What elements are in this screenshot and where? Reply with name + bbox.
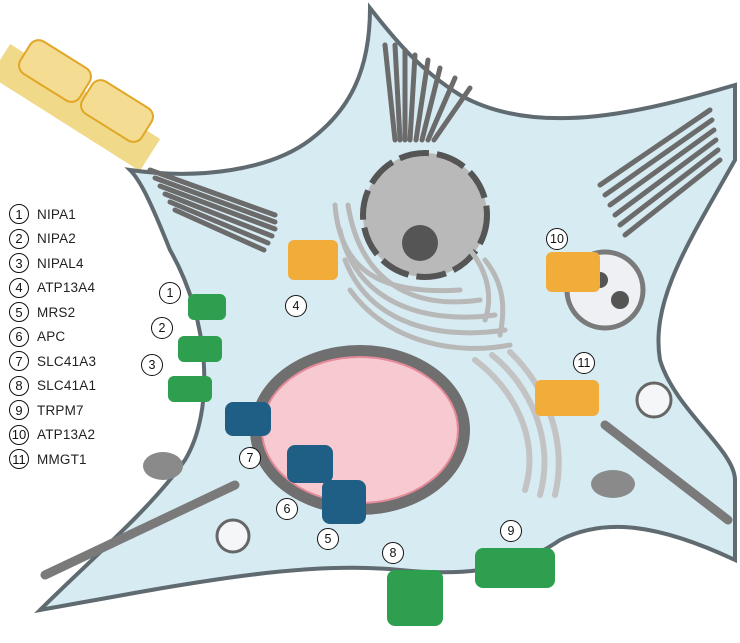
legend-number: 8	[9, 375, 29, 396]
callout-7: 7	[239, 447, 261, 469]
legend-item: 1 NIPA1	[9, 202, 149, 227]
legend-item: 11 MMGT1	[9, 447, 149, 472]
legend-item: 2 NIPA2	[9, 227, 149, 252]
legend-label: NIPAL4	[37, 255, 84, 271]
legend-number: 5	[9, 302, 29, 323]
callout-11: 11	[573, 352, 595, 374]
axon-neurite	[0, 39, 161, 172]
legend-label: MMGT1	[37, 451, 87, 467]
legend-item: 7 SLC41A3	[9, 349, 149, 374]
legend-number: 11	[9, 449, 29, 470]
legend-item: 5 MRS2	[9, 300, 149, 325]
callout-2: 2	[151, 317, 173, 339]
legend-label: TRPM7	[37, 402, 84, 418]
legend-number: 2	[9, 228, 29, 249]
legend-item: 6 APC	[9, 325, 149, 350]
callout-6: 6	[276, 498, 298, 520]
small-mitochondria	[143, 452, 635, 498]
legend-item: 4 ATP13A4	[9, 276, 149, 301]
legend-label: MRS2	[37, 304, 76, 320]
callout-9: 9	[500, 520, 522, 542]
callout-8: 8	[382, 542, 404, 564]
actin-bundles	[147, 42, 723, 253]
protein-legend: 1 NIPA1 2 NIPA2 3 NIPAL4 4 ATP13A4 5 MRS2 6 AP…	[9, 202, 149, 472]
legend-number: 4	[9, 277, 29, 298]
orange-channels	[288, 240, 600, 416]
microtubules	[40, 420, 733, 580]
nucleus	[360, 150, 490, 280]
legend-number: 9	[9, 400, 29, 421]
legend-label: ATP13A2	[37, 427, 96, 443]
callout-1: 1	[159, 282, 181, 304]
green-channels	[168, 294, 555, 626]
callout-3: 3	[141, 354, 163, 376]
endoplasmic-reticulum	[332, 202, 513, 351]
legend-item: 8 SLC41A1	[9, 374, 149, 399]
callout-10: 10	[546, 228, 568, 250]
legend-label: NIPA1	[37, 206, 77, 222]
legend-label: SLC41A3	[37, 353, 97, 369]
legend-label: APC	[37, 329, 66, 345]
callout-5: 5	[317, 528, 339, 550]
legend-number: 6	[9, 326, 29, 347]
blue-channels	[225, 402, 366, 524]
legend-label: SLC41A1	[37, 378, 97, 394]
legend-number: 7	[9, 351, 29, 372]
callout-4: 4	[285, 295, 307, 317]
legend-number: 10	[9, 424, 29, 445]
legend-number: 3	[9, 253, 29, 274]
legend-label: ATP13A4	[37, 280, 96, 296]
legend-item: 3 NIPAL4	[9, 251, 149, 276]
legend-item: 10 ATP13A2	[9, 423, 149, 448]
vesicles	[215, 381, 673, 554]
legend-number: 1	[9, 204, 29, 225]
legend-item: 9 TRPM7	[9, 398, 149, 423]
legend-label: NIPA2	[37, 231, 77, 247]
